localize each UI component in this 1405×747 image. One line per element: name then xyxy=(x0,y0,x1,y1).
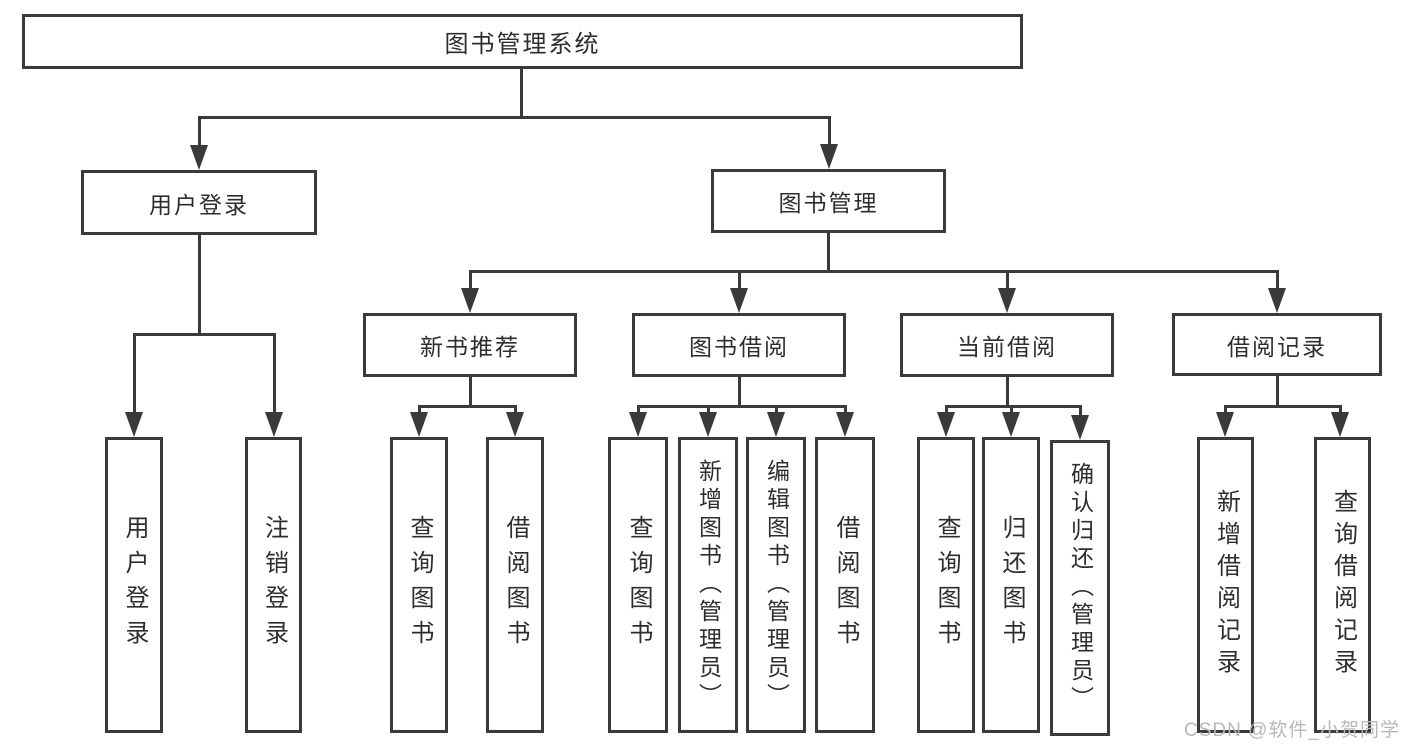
node-label: 编辑图书（管理员） xyxy=(763,459,790,711)
arrowhead-icon xyxy=(1331,412,1349,437)
arrowhead-icon xyxy=(629,412,647,437)
connector-line xyxy=(1005,377,1009,408)
node-label: 新增借阅记录 xyxy=(1212,489,1240,681)
node-leaf-borrow-book-2: 借阅图书 xyxy=(815,437,875,733)
arrowhead-icon xyxy=(1216,412,1234,437)
node-leaf-query-borrow-rec: 查询借阅记录 xyxy=(1314,437,1371,733)
connector-line xyxy=(737,271,741,290)
arrowhead-icon xyxy=(767,412,785,437)
arrowhead-icon xyxy=(998,288,1016,313)
node-root: 图书管理系统 xyxy=(22,14,1023,69)
arrowhead-icon xyxy=(836,412,854,437)
node-label: 查询图书 xyxy=(933,515,960,655)
connector-line xyxy=(1223,404,1342,408)
node-label: 用户登录 xyxy=(149,191,249,218)
node-label: 新增图书（管理员） xyxy=(695,459,722,711)
connector-line xyxy=(1338,406,1342,414)
node-label: 用户登录 xyxy=(121,515,148,655)
arrowhead-icon xyxy=(410,412,428,437)
arrowhead-icon xyxy=(1002,412,1020,437)
node-leaf-query-book-3: 查询图书 xyxy=(917,437,975,733)
arrowhead-icon xyxy=(125,412,143,437)
node-label: 查询图书 xyxy=(625,515,652,655)
node-current-borrow: 当前借阅 xyxy=(900,313,1114,377)
node-label: 归还图书 xyxy=(998,515,1025,655)
node-leaf-confirm-return: 确认归还（管理员） xyxy=(1050,440,1110,736)
connector-line xyxy=(1275,271,1279,290)
node-book-borrow: 图书借阅 xyxy=(632,313,846,377)
connector-line xyxy=(132,334,136,414)
connector-line xyxy=(636,406,640,414)
arrowhead-icon xyxy=(1071,415,1089,440)
node-leaf-user-login: 用户登录 xyxy=(105,437,163,733)
node-label: 借阅图书 xyxy=(832,515,859,655)
connector-line xyxy=(468,271,472,290)
node-label: 图书管理系统 xyxy=(444,31,601,58)
connector-line xyxy=(132,332,276,336)
connector-line xyxy=(843,406,847,414)
arrowhead-icon xyxy=(730,288,748,313)
connector-line xyxy=(519,69,523,119)
node-leaf-query-book-1: 查询图书 xyxy=(390,437,448,733)
connector-line xyxy=(944,404,1082,408)
node-leaf-borrow-book-1: 借阅图书 xyxy=(486,437,544,733)
arrowhead-icon xyxy=(820,144,838,169)
node-label: 注销登录 xyxy=(260,515,288,655)
node-leaf-edit-book: 编辑图书（管理员） xyxy=(746,437,806,733)
connector-line xyxy=(774,406,778,414)
node-label: 图书管理 xyxy=(778,190,879,216)
node-label: 借阅记录 xyxy=(1227,333,1327,360)
node-leaf-return-book: 归还图书 xyxy=(982,437,1040,733)
connector-line xyxy=(468,269,1279,273)
connector-line xyxy=(944,406,948,414)
connector-line xyxy=(513,406,517,414)
connector-line xyxy=(197,117,201,147)
arrowhead-icon xyxy=(461,288,479,313)
connector-line xyxy=(197,235,201,336)
connector-line xyxy=(468,377,472,408)
arrowhead-icon xyxy=(506,412,524,437)
connector-line xyxy=(417,404,517,408)
node-leaf-query-book-2: 查询图书 xyxy=(608,437,668,733)
node-borrow-record: 借阅记录 xyxy=(1172,313,1382,376)
connector-line xyxy=(1275,376,1279,408)
connector-line xyxy=(737,377,741,408)
node-label: 新书推荐 xyxy=(420,334,520,360)
connector-line xyxy=(636,404,847,408)
connector-line xyxy=(827,117,831,146)
connector-line xyxy=(197,115,831,119)
node-book-mgmt: 图书管理 xyxy=(711,169,946,233)
csdn-watermark: CSDN @软件_小贺同学 xyxy=(1184,720,1400,741)
node-leaf-add-borrow-rec: 新增借阅记录 xyxy=(1197,437,1254,733)
connector-line xyxy=(1078,406,1082,417)
node-user-login: 用户登录 xyxy=(81,170,317,235)
connector-line xyxy=(272,334,276,414)
arrowhead-icon xyxy=(937,412,955,437)
node-leaf-logout: 注销登录 xyxy=(245,437,302,733)
node-new-book-rec: 新书推荐 xyxy=(363,313,577,377)
arrowhead-icon xyxy=(1268,288,1286,313)
connector-line xyxy=(1009,406,1013,414)
arrowhead-icon xyxy=(699,412,717,437)
node-label: 借阅图书 xyxy=(502,515,529,655)
node-label: 确认归还（管理员） xyxy=(1067,462,1094,714)
connector-line xyxy=(1005,271,1009,290)
connector-line xyxy=(706,406,710,414)
arrowhead-icon xyxy=(190,145,208,170)
node-label: 查询借阅记录 xyxy=(1329,489,1357,681)
node-label: 查询图书 xyxy=(406,515,433,655)
connector-line xyxy=(417,406,421,414)
connector-line xyxy=(1223,406,1227,414)
node-label: 图书借阅 xyxy=(689,334,789,360)
node-label: 当前借阅 xyxy=(957,334,1057,360)
arrowhead-icon xyxy=(265,412,283,437)
connector-line xyxy=(826,233,830,273)
node-leaf-add-book: 新增图书（管理员） xyxy=(678,437,738,733)
